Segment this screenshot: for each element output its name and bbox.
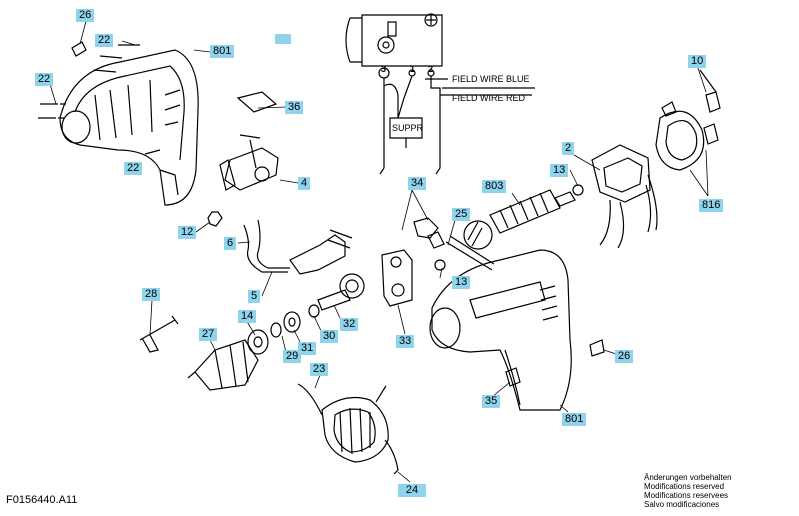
callout-23: 23 — [310, 363, 329, 376]
callout-13: 13 — [452, 276, 471, 289]
housing-left — [59, 49, 199, 206]
callout-801: 801 — [562, 413, 587, 426]
field-wire-blue-label: FIELD WIRE BLUE — [452, 74, 530, 84]
callout-27: 27 — [199, 328, 218, 341]
drawing-code: F0156440.A11 — [6, 494, 78, 506]
chuck-key — [139, 315, 179, 353]
power-cord — [243, 219, 353, 275]
callout-35: 35 — [482, 395, 501, 408]
callout-36: 36 — [285, 101, 304, 114]
callout-803: 803 — [482, 180, 507, 193]
callout-4: 4 — [298, 177, 311, 190]
callout-801: 801 — [210, 45, 235, 58]
screws-22 — [38, 44, 161, 155]
gear-shaft — [317, 273, 365, 311]
switch-assembly — [219, 91, 279, 191]
callout-31: 31 — [298, 342, 317, 355]
field-wire-red-label: FIELD WIRE RED — [452, 93, 526, 103]
callout-26: 26 — [615, 350, 634, 363]
callout-22: 22 — [124, 162, 143, 175]
note-es: Salvo modificaciones — [644, 500, 720, 509]
housing-right — [429, 249, 572, 411]
note-de: Änderungen vorbehalten — [644, 473, 732, 482]
callout-13: 13 — [550, 164, 569, 177]
suppr-label: SUPPR — [392, 123, 424, 133]
callout-26: 26 — [76, 9, 95, 22]
callout-29: 29 — [283, 350, 302, 363]
brush-holders — [381, 217, 495, 307]
stator — [297, 383, 399, 475]
callout-816: 816 — [699, 199, 724, 212]
callout-32: 32 — [340, 318, 359, 331]
field-coil — [591, 144, 658, 249]
callout-14: 14 — [238, 310, 257, 323]
callout-5: 5 — [248, 290, 261, 303]
callout-2: 2 — [562, 142, 575, 155]
callout-34: 34 — [408, 177, 427, 190]
callout-22: 22 — [35, 73, 54, 86]
callout-25: 25 — [452, 208, 471, 221]
chuck — [187, 339, 259, 391]
callout-28: 28 — [142, 288, 161, 301]
armature — [463, 184, 584, 250]
bearings — [247, 304, 320, 355]
callout-22: 22 — [95, 34, 114, 47]
brush-ring — [655, 69, 721, 171]
callout-6: 6 — [224, 237, 237, 250]
callout-33: 33 — [396, 335, 415, 348]
terminal-1-label: 1 — [410, 64, 416, 74]
terminal-2-label: 2 — [428, 64, 434, 74]
callout-12: 12 — [178, 226, 197, 239]
callout-30: 30 — [320, 330, 339, 343]
blank-highlight — [275, 34, 291, 44]
terminal-3-label: 3 — [381, 64, 387, 74]
callout-10: 10 — [688, 55, 707, 68]
wiring-schematic — [345, 13, 535, 175]
note-fr: Modifications reservees — [644, 491, 729, 500]
note-en: Modifications reserved — [644, 482, 725, 491]
callout-24: 24 — [398, 484, 426, 497]
